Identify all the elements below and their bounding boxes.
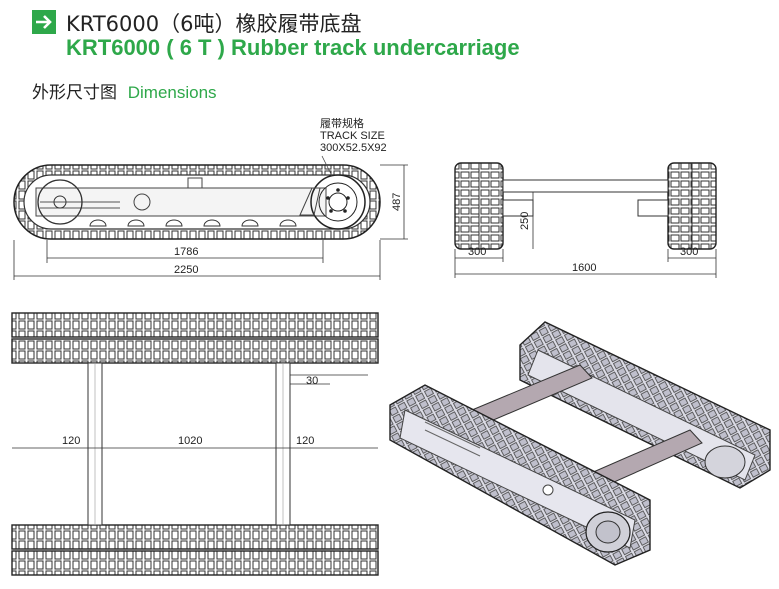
title-chinese: KRT6000（6吨）橡胶履带底盘 xyxy=(66,12,362,36)
dim-track-center: 1600 xyxy=(572,262,596,274)
dim-beam-width: 30 xyxy=(306,375,318,387)
title-english: KRT6000 ( 6 T ) Rubber track undercarria… xyxy=(66,35,520,60)
top-track-lower-a xyxy=(11,524,379,550)
dim-total-length: 2250 xyxy=(174,264,198,276)
section-label-english: Dimensions xyxy=(127,83,217,102)
side-view: 履带规格 TRACK SIZE 300X52.5X92 1786 2250 48… xyxy=(13,116,408,280)
side-bracket xyxy=(187,177,203,189)
top-view: 30 120 1020 120 xyxy=(11,312,379,576)
dim-beam-spacing: 1020 xyxy=(178,435,202,447)
track-size-value: 300X52.5X92 xyxy=(320,142,387,154)
top-track-upper-a xyxy=(11,312,379,338)
dim-inner-length: 1786 xyxy=(174,246,198,258)
dim-left-track-width: 300 xyxy=(468,246,486,258)
top-track-lower-b xyxy=(11,550,379,576)
track-size-label-english: TRACK SIZE xyxy=(320,130,385,142)
track-size-label-chinese: 履带规格 xyxy=(320,116,364,130)
dim-front-height: 250 xyxy=(519,212,531,230)
front-view: 300 300 1600 250 xyxy=(454,162,717,278)
dim-right-offset: 120 xyxy=(296,435,314,447)
dim-right-track-width: 300 xyxy=(680,246,698,258)
section-label-chinese: 外形尺寸图 xyxy=(32,83,117,103)
drive-sprocket xyxy=(310,174,366,230)
iso-front-frame xyxy=(399,409,636,549)
top-track-upper-b xyxy=(11,338,379,364)
dim-side-height: 487 xyxy=(391,193,403,211)
arrow-right-icon xyxy=(32,10,56,34)
front-crossbeam xyxy=(502,179,669,193)
section-heading: 外形尺寸图 Dimensions xyxy=(32,78,217,103)
idler-wheel xyxy=(37,179,83,225)
dim-left-offset: 120 xyxy=(62,435,80,447)
isometric-view xyxy=(389,321,771,566)
